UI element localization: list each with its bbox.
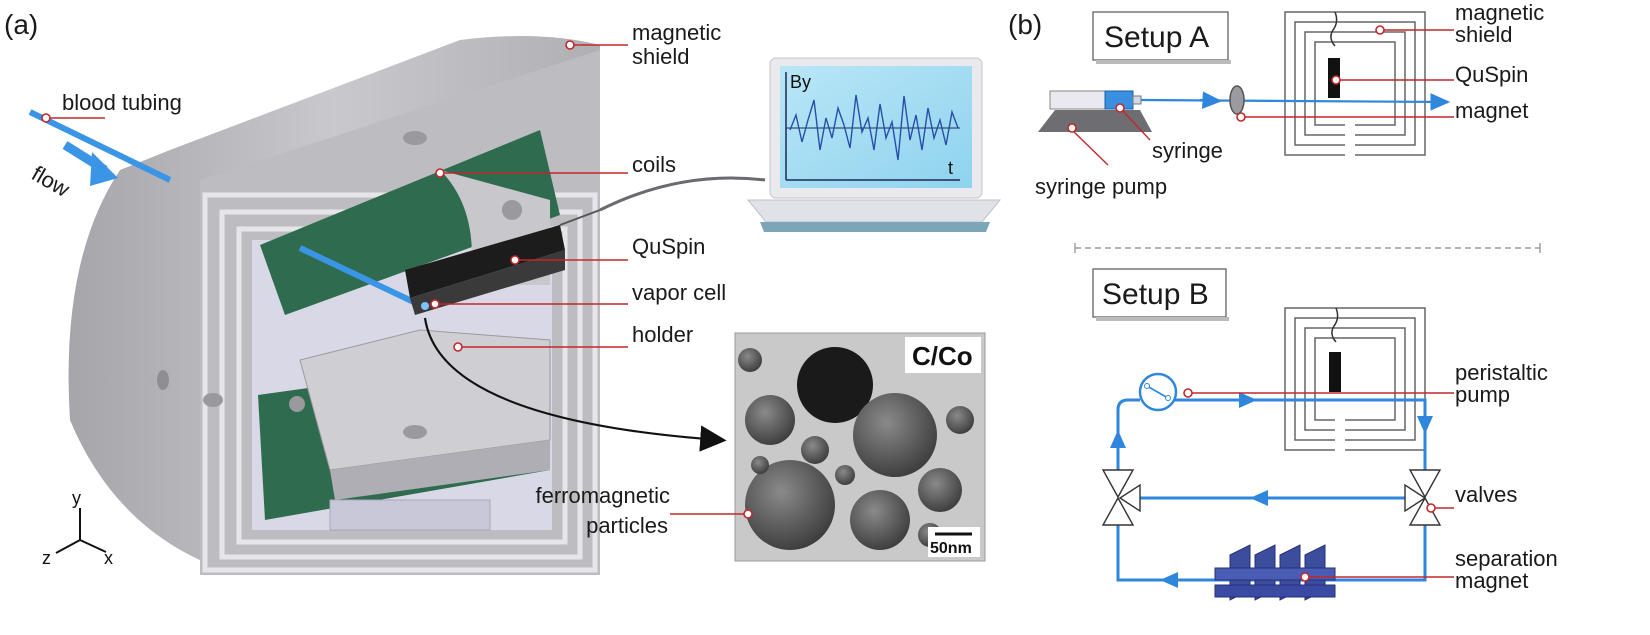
tem-micrograph: C/Co 50nm [734,332,986,562]
label-setup-a-magnetic: magnetic [1455,0,1544,25]
setup-b-separation-magnet [1214,544,1336,601]
axis-z-label: z [42,548,51,568]
internal-tubing-tube [298,245,422,308]
flow-arrow [62,141,118,186]
callout-holder: holder [453,322,693,352]
setup-b-title-box: Setup B [1092,268,1229,321]
axis-y-label: y [72,488,81,508]
callout-blood-tubing: blood tubing [41,90,182,123]
label-vapor-cell: vapor cell [632,280,726,305]
micrograph-material: C/Co [912,341,973,371]
setup-a-magnet-ring [1229,85,1245,115]
setup-a-shield [1284,11,1426,156]
setup-a-title-box: Setup A [1092,11,1231,64]
setup-a-tubing [1140,93,1451,111]
callout-setup-b-valves: valves [1426,482,1517,513]
flow-label: flow [28,161,74,202]
label-peristaltic: peristaltic [1455,360,1548,385]
setup-b-valves [1101,469,1442,526]
label-ferromagnetic-1: ferromagnetic [535,483,670,508]
blood-tubing-tube [28,109,172,183]
callout-ferromagnetic-particles: ferromagnetic particles [535,483,753,538]
label-pump: pump [1455,382,1510,407]
quspin-sensor-drawing [405,209,601,315]
label-holder: holder [632,322,693,347]
setup-b-peristaltic-pump [1138,372,1178,412]
setup-a-sensor-cable [1330,11,1338,47]
laptop-y-label: By [790,72,811,92]
label-separation-magnet: magnet [1455,568,1528,593]
label-coils: coils [632,152,676,177]
label-separation: separation [1455,546,1558,571]
setup-b-quspin [1329,352,1341,392]
label-magnetic-shield-2: shield [632,44,689,69]
setup-b-title: Setup B [1102,278,1209,311]
micrograph-scale-bar: 50nm [930,540,972,557]
setup-b-sensor-cable [1331,307,1339,343]
callout-setup-a-quspin: QuSpin [1331,62,1528,87]
setup-a-syringe-pump [1038,90,1152,132]
setup-a-title: Setup A [1104,21,1209,54]
label-setup-a-shield: shield [1455,22,1512,47]
label-blood-tubing: blood tubing [62,90,182,115]
laptop-drawing: By t [746,57,1002,232]
callout-setup-a-magnet: magnet [1236,98,1528,123]
coordinate-axes: y x z [42,488,113,568]
setup-b-shield [1284,307,1426,451]
panel-b-tag: (b) [1008,9,1042,40]
sensor-cable [599,176,766,212]
callout-coils: coils [435,152,676,178]
particle-callout-arrow [423,317,727,452]
signal-trace [789,94,959,161]
label-particles-2: particles [586,513,668,538]
label-setup-a-syringe: syringe [1152,138,1223,163]
laptop-x-label: t [948,158,953,178]
axis-x-label: x [104,548,113,568]
callout-vapor-cell: vapor cell [430,280,726,309]
callout-setup-a-syringe: syringe [1115,103,1223,163]
callout-setup-a-syringe-pump: syringe pump [1035,123,1167,199]
callout-quspin: QuSpin [510,234,705,265]
label-valves: valves [1455,482,1517,507]
panel-a-tag: (a) [4,9,38,40]
label-setup-a-syringe-pump: syringe pump [1035,174,1167,199]
label-setup-a-quspin: QuSpin [1455,62,1528,87]
magnetic-shield-drawing [68,36,601,575]
label-quspin: QuSpin [632,234,705,259]
setup-a-arrow-1 [1199,91,1223,109]
label-magnetic-shield-1: magnetic [632,20,721,45]
label-setup-a-magnet: magnet [1455,98,1528,123]
